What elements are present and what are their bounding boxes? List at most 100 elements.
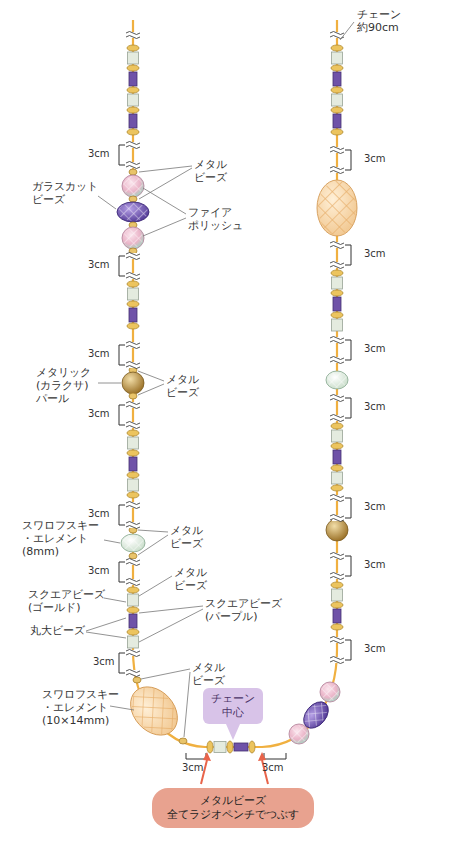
leader-group	[86, 22, 354, 737]
square-bead-purple	[129, 114, 137, 128]
center-callout: チェーン 中心	[203, 688, 263, 724]
dimension-label: 3cm	[88, 508, 110, 520]
dimension-bracket	[345, 398, 351, 418]
part-label: スワロフスキー ・エレメント (10×14mm)	[42, 688, 119, 728]
leader-line	[98, 383, 121, 384]
part-label: メタル ビーズ	[174, 566, 207, 592]
dimension-bracket	[119, 653, 125, 673]
fire-polish-bead	[122, 227, 144, 249]
square-bead-gold	[214, 742, 226, 753]
chain-break	[126, 670, 140, 677]
chain-break	[330, 415, 344, 422]
round-bead	[127, 87, 139, 93]
round-bead	[127, 629, 139, 635]
metal-bead	[129, 169, 137, 175]
square-bead-purple	[129, 614, 137, 628]
leader-line	[143, 188, 186, 214]
part-label: チェーン 約90cm	[357, 8, 401, 34]
round-bead	[331, 270, 343, 276]
crystal-bead-oval	[121, 678, 187, 745]
square-bead-gold	[332, 430, 343, 442]
part-label: スワロフスキー ・エレメント (8mm)	[22, 519, 99, 559]
chain-break	[126, 362, 140, 369]
dimension-bracket	[345, 245, 351, 265]
metal-bead	[179, 738, 187, 744]
square-bead-purple	[234, 743, 248, 751]
leader-line	[138, 371, 164, 381]
part-label: 丸大ビーズ	[30, 624, 85, 637]
pointer-arrowhead	[203, 752, 266, 761]
fire-polish-bead-facets	[123, 176, 143, 196]
chain-break	[330, 147, 344, 154]
chain-break	[330, 242, 344, 249]
leader-line	[104, 598, 126, 602]
round-bead	[127, 281, 139, 287]
round-bead	[331, 602, 343, 608]
part-label: メタル ビーズ	[170, 524, 203, 550]
dimension-bracket	[186, 753, 286, 759]
square-bead-gold	[332, 472, 343, 484]
callout-text: チェーン 中心	[211, 692, 255, 720]
square-bead-purple	[333, 450, 341, 464]
chain-break	[330, 573, 344, 580]
round-bead	[127, 472, 139, 478]
dimension-label: 3cm	[364, 153, 386, 165]
round-bead	[331, 107, 343, 113]
dimension-label: 3cm	[88, 259, 110, 271]
chain-break	[330, 553, 344, 560]
fire-polish-bead	[122, 175, 144, 197]
dimension-label: 3cm	[364, 501, 386, 513]
dimension-bracket	[119, 145, 125, 165]
chain-break	[126, 253, 140, 260]
round-bead	[331, 582, 343, 588]
part-label: スクエアビーズ (ゴールド)	[28, 588, 105, 614]
crystal-bead-oval-facets	[318, 181, 356, 235]
leader-line	[138, 530, 168, 532]
leader-line	[139, 168, 192, 199]
square-bead-purple	[129, 457, 137, 471]
part-label: メタリック (カラクサ) パール	[36, 366, 91, 406]
leader-line	[138, 535, 168, 555]
chain-break	[330, 337, 344, 344]
square-bead-gold	[128, 437, 139, 449]
round-bead	[127, 492, 139, 498]
crystal-bead-8mm	[121, 534, 145, 552]
leader-line	[184, 672, 190, 737]
chain-break	[330, 167, 344, 174]
leader-line	[86, 618, 126, 631]
dimension-label: 3cm	[364, 559, 386, 571]
round-bead	[127, 65, 139, 71]
glass-cut-bead	[299, 697, 334, 733]
chain-break	[330, 657, 344, 664]
dimension-bracket	[119, 405, 125, 425]
crystal-bead-oval	[317, 180, 357, 236]
dimension-label: 3cm	[182, 762, 204, 774]
round-bead	[127, 587, 139, 593]
leader-line	[138, 384, 164, 395]
pointer-arrow	[201, 760, 268, 784]
dimension-label: 3cm	[88, 348, 110, 360]
round-bead	[127, 450, 139, 456]
part-label: メタル ビーズ	[194, 158, 227, 184]
chain-break	[126, 559, 140, 566]
crystal-bead-8mm-facets	[122, 535, 144, 551]
chain-break	[330, 515, 344, 522]
chain-break	[126, 650, 140, 657]
fire-polish-bead-facets	[321, 683, 339, 701]
dimension-label: 3cm	[88, 148, 110, 160]
metal-bead	[133, 677, 141, 683]
chain-break	[330, 637, 344, 644]
round-bead	[331, 312, 343, 318]
round-bead	[331, 485, 343, 491]
leader-line	[139, 576, 172, 596]
chain-line	[133, 20, 337, 747]
dimension-bracket	[345, 556, 351, 576]
pearl-bead	[122, 372, 144, 394]
leader-line	[141, 669, 190, 679]
fire-polish-bead-facets	[123, 228, 143, 248]
dimension-label: 3cm	[364, 343, 386, 355]
bracket-group	[119, 32, 351, 760]
glass-cut-bead-facets	[300, 698, 332, 731]
crystal-bead-8mm-facets	[327, 372, 347, 388]
square-bead-gold	[128, 479, 139, 491]
